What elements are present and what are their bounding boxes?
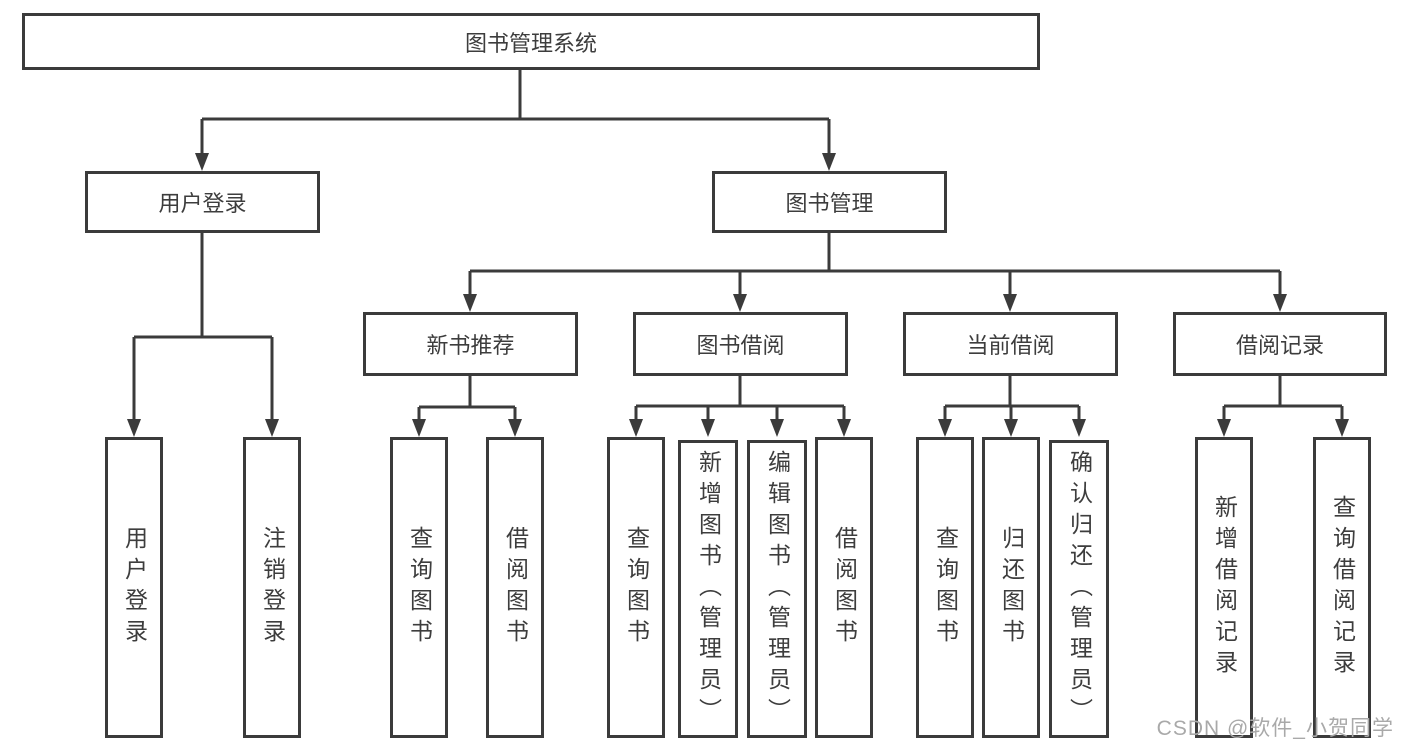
node-book-management-label: 图书管理 — [785, 191, 874, 216]
connector-borrowrecords-to-leaves — [1217, 376, 1349, 437]
node-book-borrowing: 图书借阅 — [633, 312, 848, 376]
leaf-currentborrow-confirm-return-admin: 确认归还（管理员） — [1049, 440, 1109, 738]
connector-userlogin-to-leaves — [127, 233, 279, 437]
leaf-newbook-borrow-books: 借阅图书 — [486, 437, 544, 738]
connector-currentborrow-to-leaves — [938, 376, 1086, 437]
node-borrowing-records: 借阅记录 — [1173, 312, 1387, 376]
arrowhead — [1072, 419, 1086, 437]
node-book-borrowing-label: 图书借阅 — [696, 333, 785, 358]
node-library-management-system: 图书管理系统 — [22, 13, 1040, 70]
leaf-bookborrow-borrow-books: 借阅图书 — [815, 437, 873, 738]
node-user-login-label: 用户登录 — [158, 191, 247, 216]
arrowhead — [822, 153, 836, 171]
leaf-currentborrow-return-books: 归还图书 — [982, 437, 1040, 738]
leaf-records-query-borrow-record-label: 查询借阅记录 — [1329, 494, 1356, 681]
arrowhead — [463, 294, 477, 312]
leaf-logout: 注销登录 — [243, 437, 301, 738]
arrowhead — [770, 419, 784, 437]
leaf-bookborrow-query-books-label: 查询图书 — [623, 525, 650, 650]
leaf-currentborrow-return-books-label: 归还图书 — [998, 525, 1025, 650]
node-current-borrowing: 当前借阅 — [903, 312, 1118, 376]
arrowhead — [1004, 419, 1018, 437]
node-library-management-system-label: 图书管理系统 — [464, 30, 597, 56]
leaf-logout-label: 注销登录 — [259, 525, 286, 650]
arrowhead — [1335, 419, 1349, 437]
node-book-management: 图书管理 — [712, 171, 947, 233]
node-current-borrowing-label: 当前借阅 — [966, 333, 1055, 358]
leaf-records-query-borrow-record: 查询借阅记录 — [1313, 437, 1371, 738]
leaf-currentborrow-query-books-label: 查询图书 — [932, 525, 959, 650]
arrowhead — [938, 419, 952, 437]
leaf-records-add-borrow-record-label: 新增借阅记录 — [1211, 494, 1238, 681]
arrowhead — [1273, 294, 1287, 312]
arrowhead — [127, 419, 141, 437]
leaf-currentborrow-query-books: 查询图书 — [916, 437, 974, 738]
leaf-user-login-label: 用户登录 — [121, 525, 148, 650]
node-new-book-recommendation-label: 新书推荐 — [426, 333, 515, 358]
leaf-user-login: 用户登录 — [105, 437, 163, 738]
leaf-bookborrow-add-books-admin-label: 新增图书（管理员） — [695, 449, 722, 729]
connector-root-to-level2 — [195, 70, 836, 171]
arrowhead — [195, 153, 209, 171]
connector-bookmgmt-to-level3 — [463, 233, 1287, 312]
leaf-newbook-query-books-label: 查询图书 — [406, 525, 433, 650]
connector-newbookrec-to-leaves — [412, 376, 522, 437]
node-user-login: 用户登录 — [85, 171, 320, 233]
arrowhead — [508, 419, 522, 437]
leaf-bookborrow-query-books: 查询图书 — [607, 437, 665, 738]
leaf-bookborrow-add-books-admin: 新增图书（管理员） — [678, 440, 738, 738]
csdn-watermark: CSDN @软件_小贺同学 — [1156, 717, 1394, 740]
arrowhead — [837, 419, 851, 437]
leaf-currentborrow-confirm-return-admin-label: 确认归还（管理员） — [1066, 449, 1093, 729]
node-borrowing-records-label: 借阅记录 — [1235, 333, 1324, 358]
leaf-newbook-borrow-books-label: 借阅图书 — [502, 525, 529, 650]
arrowhead — [629, 419, 643, 437]
leaf-bookborrow-borrow-books-label: 借阅图书 — [831, 525, 858, 650]
connector-bookborrow-to-leaves — [629, 376, 851, 437]
arrowhead — [1217, 419, 1231, 437]
node-new-book-recommendation: 新书推荐 — [363, 312, 578, 376]
leaf-bookborrow-edit-books-admin: 编辑图书（管理员） — [747, 440, 807, 738]
arrowhead — [265, 419, 279, 437]
arrowhead — [412, 419, 426, 437]
arrowhead — [733, 294, 747, 312]
arrowhead — [701, 419, 715, 437]
arrowhead — [1003, 294, 1017, 312]
leaf-bookborrow-edit-books-admin-label: 编辑图书（管理员） — [764, 449, 791, 729]
leaf-records-add-borrow-record: 新增借阅记录 — [1195, 437, 1253, 738]
leaf-newbook-query-books: 查询图书 — [390, 437, 448, 738]
